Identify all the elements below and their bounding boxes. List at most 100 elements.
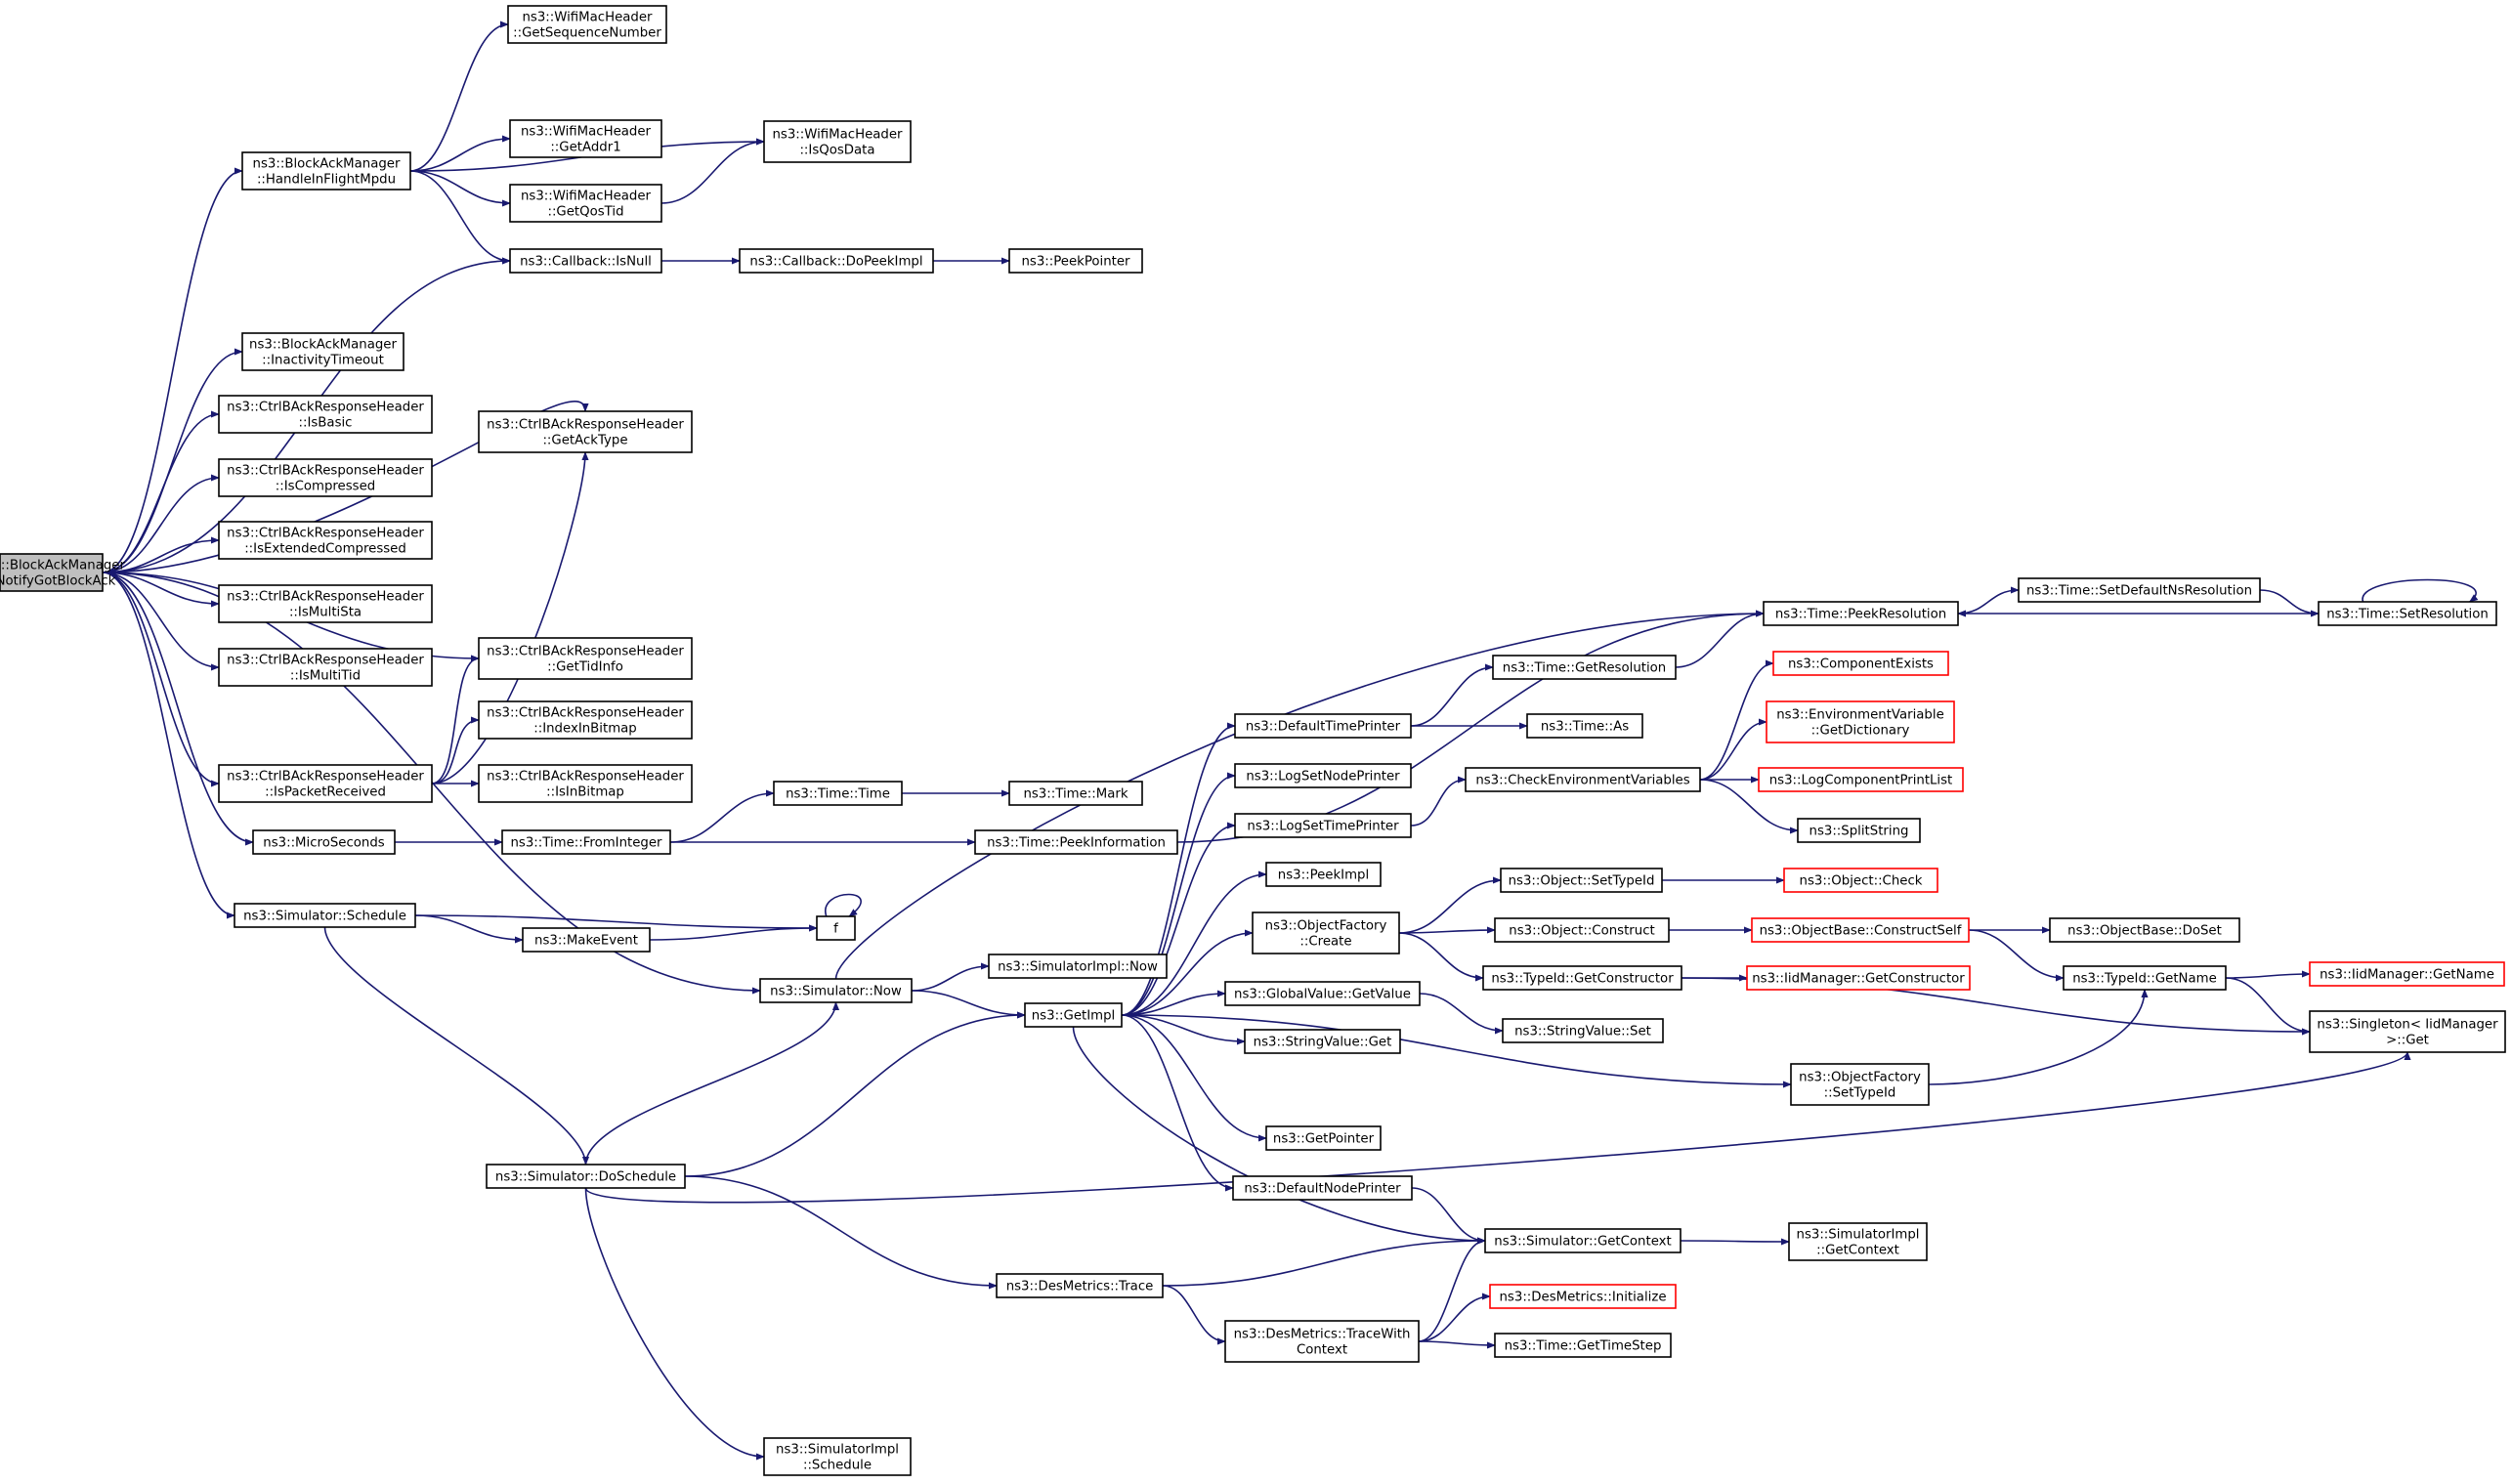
node-label: ns3::Callback::IsNull (520, 255, 652, 270)
node-peekimpl[interactable]: ns3::PeekImpl (1265, 862, 1382, 887)
node-isqos[interactable]: ns3::WifiMacHeader::IsQosData (763, 120, 912, 163)
edge-objfcreate-to-objconstruct (1398, 926, 1496, 934)
node-label: ::NotifyGotBlockAck (0, 574, 116, 589)
node-defnp[interactable]: ns3::DefaultNodePrinter (1232, 1175, 1413, 1201)
node-label: ns3::Time::As (1541, 720, 1629, 735)
node-simgetctx[interactable]: ns3::Simulator::GetContext (1484, 1228, 1682, 1253)
node-box (816, 915, 856, 941)
node-setres[interactable]: ns3::Time::SetResolution (2318, 601, 2497, 626)
node-box (1234, 813, 1412, 838)
node-microseconds[interactable]: ns3::MicroSeconds (252, 829, 396, 855)
node-label: ns3::DefaultTimePrinter (1246, 720, 1401, 735)
node-label: ns3::CtrlBAckResponseHeader (487, 706, 684, 721)
node-isinbitmap[interactable]: ns3::CtrlBAckResponseHeader::IsInBitmap (478, 764, 693, 803)
node-tidgetcons[interactable]: ns3::TypeId::GetConstructor (1482, 965, 1682, 991)
node-getpointer[interactable]: ns3::GetPointer (1265, 1125, 1382, 1151)
node-objconstruct[interactable]: ns3::Object::Construct (1494, 917, 1670, 943)
node-getseq[interactable]: ns3::WifiMacHeader::GetSequenceNumber (507, 5, 667, 44)
node-label: ns3::IidManager::GetName (2320, 968, 2494, 983)
node-box (2063, 965, 2227, 991)
node-splitstr[interactable]: ns3::SplitString (1797, 818, 1921, 843)
node-label: ::GetSequenceNumber (513, 26, 661, 41)
node-gettidinfo[interactable]: ns3::CtrlBAckResponseHeader::GetTidInfo (478, 637, 693, 680)
node-objfcreate[interactable]: ns3::ObjectFactory::Create (1252, 912, 1400, 954)
node-label: ns3::CtrlBAckResponseHeader (227, 464, 424, 479)
node-objfsettid[interactable]: ns3::ObjectFactory::SetTypeId (1790, 1063, 1930, 1106)
node-ismultista[interactable]: ns3::CtrlBAckResponseHeader::IsMultiSta (218, 584, 433, 623)
node-label: ::IsBasic (298, 416, 352, 431)
node-getqostid[interactable]: ns3::WifiMacHeader::GetQosTid (509, 184, 662, 223)
node-gvgetvalue[interactable]: ns3::GlobalValue::GetValue (1224, 981, 1421, 1006)
node-ispktrecv[interactable]: ns3::CtrlBAckResponseHeader::IsPacketRec… (218, 764, 433, 803)
node-box (522, 927, 651, 953)
node-strvalset[interactable]: ns3::StringValue::Set (1502, 1018, 1664, 1043)
node-simimplsched[interactable]: ns3::SimulatorImpl::Schedule (763, 1437, 912, 1476)
node-frominteger[interactable]: ns3::Time::FromInteger (501, 829, 671, 855)
node-label: ns3::MakeEvent (534, 934, 638, 949)
node-makeevent[interactable]: ns3::MakeEvent (522, 927, 651, 953)
node-schedule[interactable]: ns3::Simulator::Schedule (234, 903, 416, 928)
edge-schedule-to-doschedule (323, 926, 590, 1166)
node-handle[interactable]: ns3::BlockAckManager::HandleInFlightMpdu (241, 151, 411, 191)
node-iidgetname[interactable]: ns3::IidManager::GetName (2309, 961, 2505, 987)
node-getacktype[interactable]: ns3::CtrlBAckResponseHeader::GetAckType (478, 410, 693, 453)
node-simimplgetctx[interactable]: ns3::SimulatorImpl::GetContext (1788, 1222, 1928, 1261)
node-gettimestep[interactable]: ns3::Time::GetTimeStep (1494, 1333, 1672, 1358)
node-f[interactable]: f (816, 915, 856, 941)
node-simimplnow[interactable]: ns3::SimulatorImpl::Now (988, 954, 1168, 979)
node-indexinbitmap[interactable]: ns3::CtrlBAckResponseHeader::IndexInBitm… (478, 700, 693, 740)
node-timetime[interactable]: ns3::Time::Time (773, 781, 903, 806)
node-objsettid[interactable]: ns3::Object::SetTypeId (1500, 868, 1663, 893)
node-peekinfo[interactable]: ns3::Time::PeekInformation (974, 829, 1178, 855)
node-isbasic[interactable]: ns3::CtrlBAckResponseHeader::IsBasic (218, 395, 433, 434)
node-simnow[interactable]: ns3::Simulator::Now (759, 978, 913, 1003)
node-ismultitid[interactable]: ns3::CtrlBAckResponseHeader::IsMultiTid (218, 648, 433, 687)
node-dopeek[interactable]: ns3::Callback::DoPeekImpl (739, 248, 934, 274)
node-label: ns3::CtrlBAckResponseHeader (227, 654, 424, 668)
node-box (1783, 868, 1938, 893)
node-iscompressed[interactable]: ns3::CtrlBAckResponseHeader::IsCompresse… (218, 458, 433, 497)
node-logcpl[interactable]: ns3::LogComponentPrintList (1758, 767, 1964, 792)
call-edges (102, 21, 2479, 1461)
node-setdefres[interactable]: ns3::Time::SetDefaultNsResolution (2018, 577, 2261, 603)
node-box (252, 829, 396, 855)
node-peekptr[interactable]: ns3::PeekPointer (1008, 248, 1143, 274)
edge-root-to-schedule (102, 572, 235, 919)
node-peekres[interactable]: ns3::Time::PeekResolution (1763, 601, 1959, 626)
node-singleton[interactable]: ns3::Singleton< IidManager>::Get (2309, 1010, 2506, 1053)
node-box (1494, 1333, 1672, 1358)
node-objbasecs[interactable]: ns3::ObjectBase::ConstructSelf (1751, 917, 1970, 943)
node-envdict[interactable]: ns3::EnvironmentVariable::GetDictionary (1766, 700, 1955, 743)
node-doschedule[interactable]: ns3::Simulator::DoSchedule (486, 1164, 686, 1189)
node-box (501, 829, 671, 855)
node-logsettp[interactable]: ns3::LogSetTimePrinter (1234, 813, 1412, 838)
node-timemark[interactable]: ns3::Time::Mark (1008, 781, 1143, 806)
node-label: ::IsMultiTid (290, 669, 361, 684)
node-strvalget[interactable]: ns3::StringValue::Get (1244, 1029, 1401, 1054)
node-compexists[interactable]: ns3::ComponentExists (1772, 651, 1949, 676)
node-objbasedoset[interactable]: ns3::ObjectBase::DoSet (2049, 917, 2240, 943)
node-isnull[interactable]: ns3::Callback::IsNull (509, 248, 662, 274)
node-logsetnp[interactable]: ns3::LogSetNodePrinter (1234, 763, 1412, 788)
node-tidgetname[interactable]: ns3::TypeId::GetName (2063, 965, 2227, 991)
node-isextcomp[interactable]: ns3::CtrlBAckResponseHeader::IsExtendedC… (218, 521, 433, 560)
node-iidgetcons[interactable]: ns3::IidManager::GetConstructor (1746, 965, 1971, 991)
node-getaddr1[interactable]: ns3::WifiMacHeader::GetAddr1 (509, 119, 662, 158)
node-dmtrace[interactable]: ns3::DesMetrics::Trace (996, 1273, 1164, 1298)
edge-gvgetvalue-to-strvalset (1419, 993, 1504, 1035)
node-box (486, 1164, 686, 1189)
node-getres[interactable]: ns3::Time::GetResolution (1492, 655, 1677, 680)
node-checkenv[interactable]: ns3::CheckEnvironmentVariables (1465, 767, 1701, 792)
edge-peekres-to-setdefres (1957, 586, 2020, 615)
node-getimpl[interactable]: ns3::GetImpl (1024, 1002, 1123, 1028)
node-objcheck[interactable]: ns3::Object::Check (1783, 868, 1938, 893)
node-box (996, 1273, 1164, 1298)
node-timeas[interactable]: ns3::Time::As (1526, 713, 1643, 739)
node-inactivity[interactable]: ns3::BlockAckManager::InactivityTimeout (241, 332, 404, 371)
edge-objfcreate-to-tidgetcons (1398, 932, 1484, 982)
node-deftp[interactable]: ns3::DefaultTimePrinter (1234, 713, 1412, 739)
node-root[interactable]: ns3::BlockAckManager::NotifyGotBlockAck (0, 553, 125, 592)
node-label: ns3::MicroSeconds (263, 836, 384, 851)
node-dminit[interactable]: ns3::DesMetrics::Initialize (1489, 1284, 1677, 1309)
